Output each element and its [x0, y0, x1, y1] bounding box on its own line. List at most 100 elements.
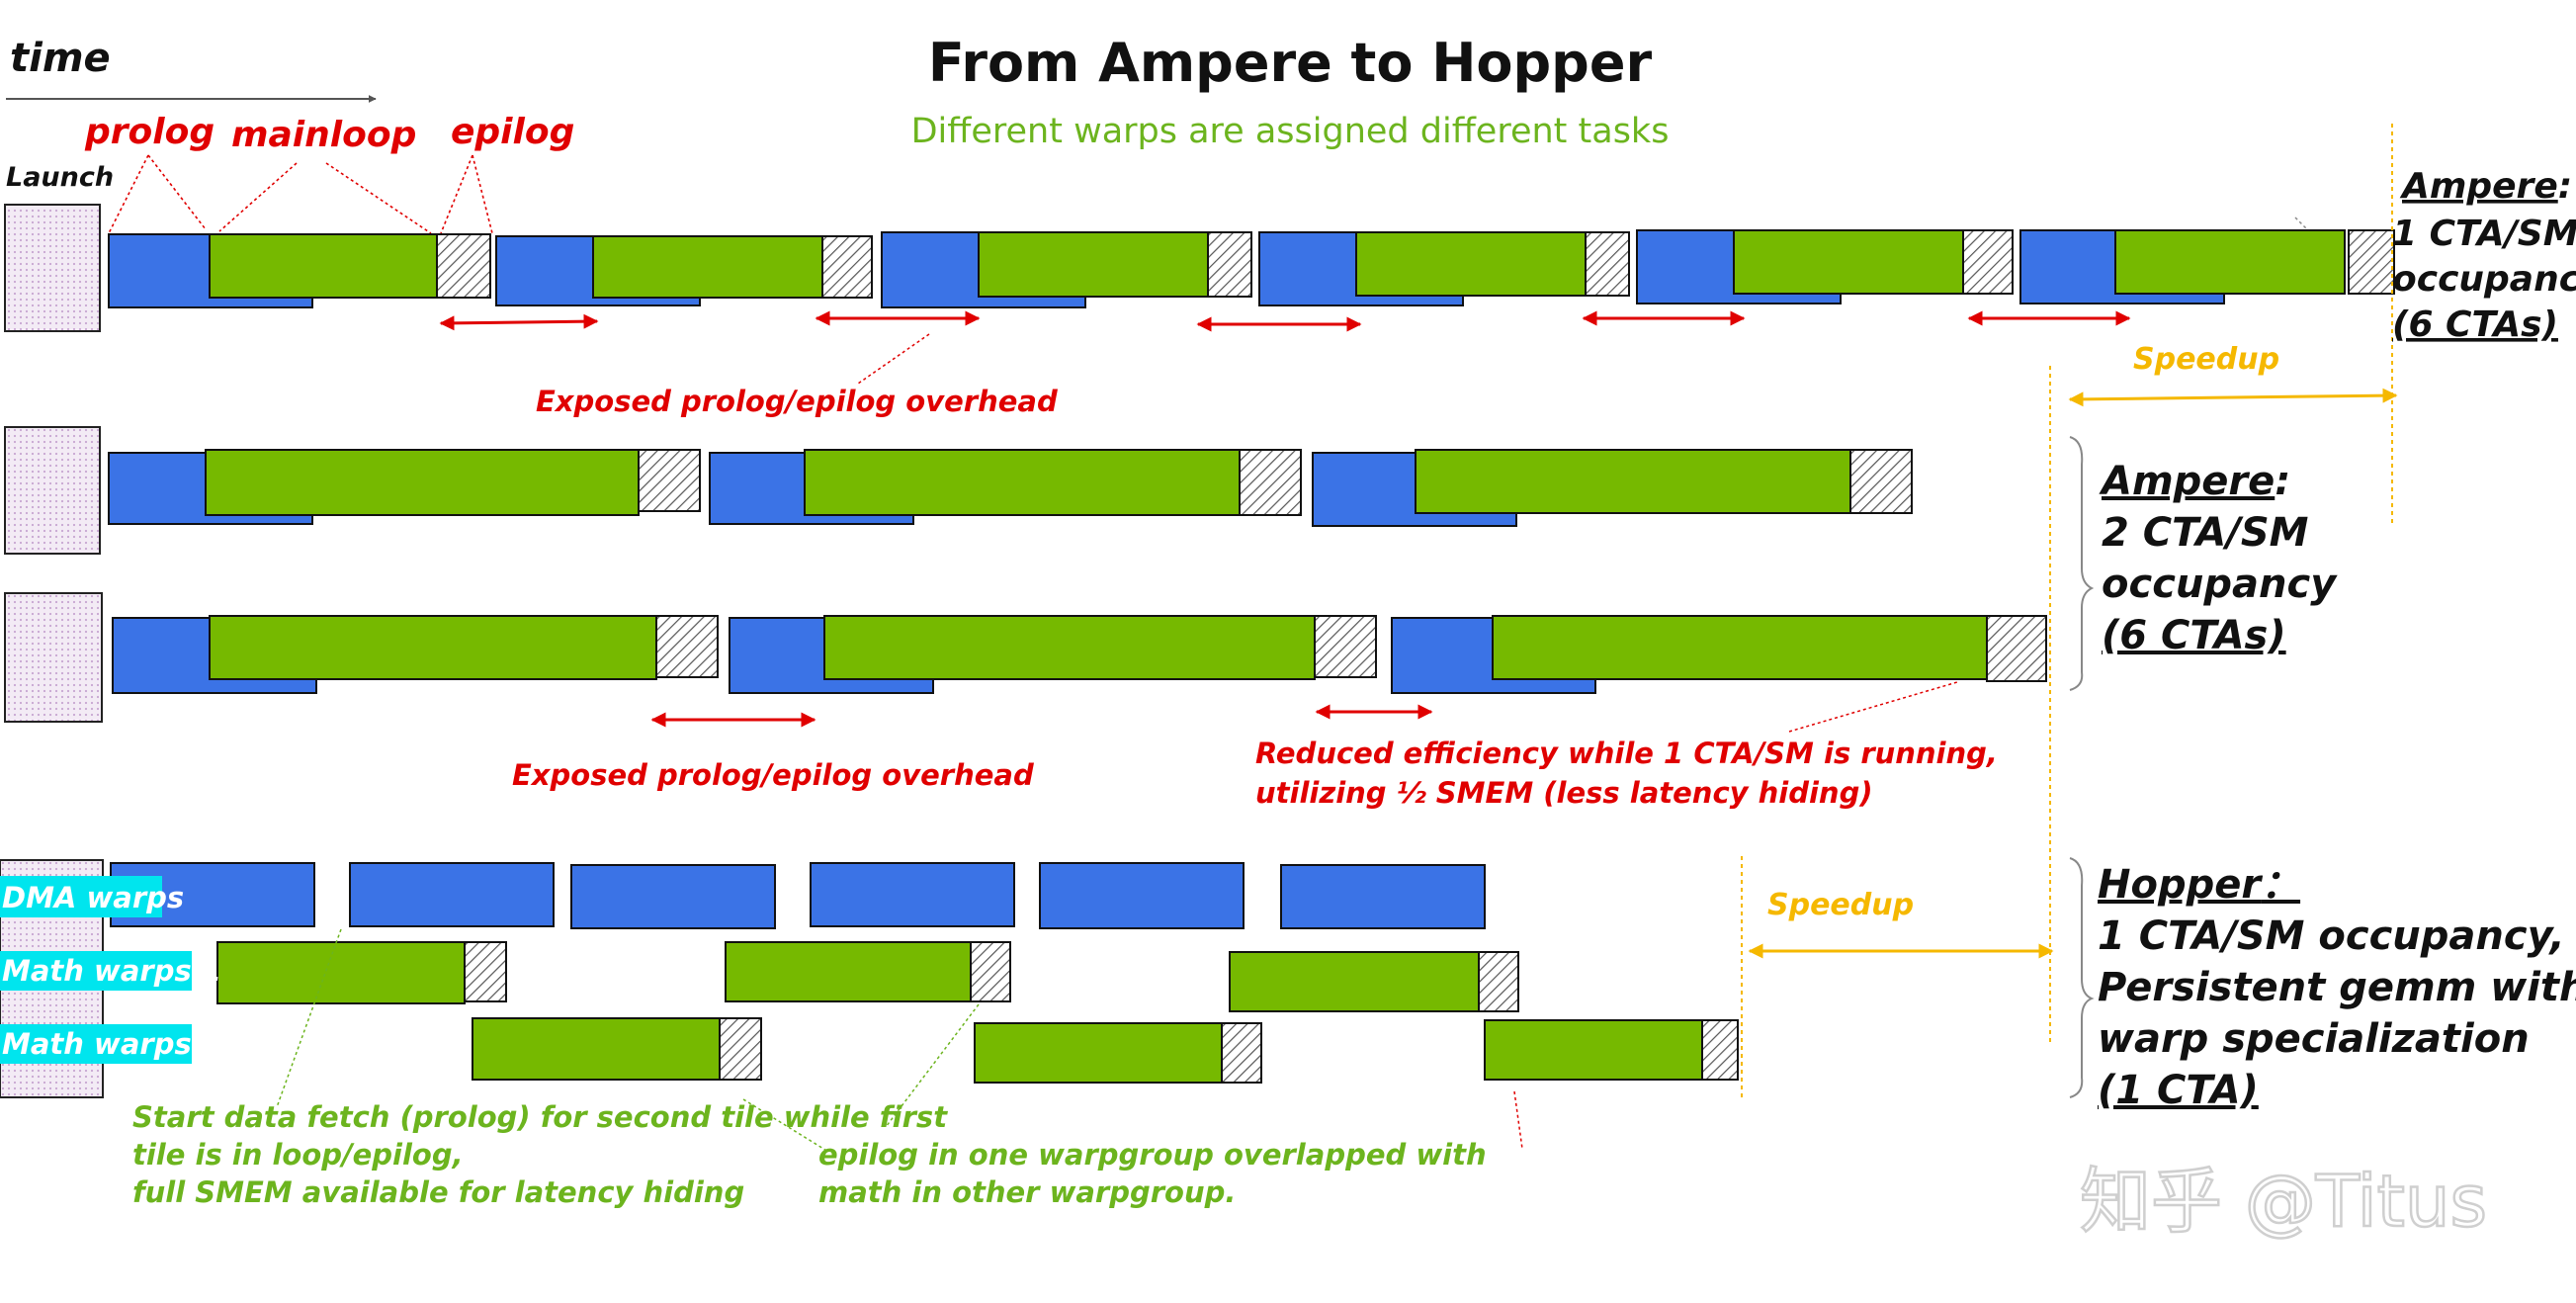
epilog-block — [1849, 449, 1913, 514]
epilog-block — [655, 615, 719, 678]
epilog-block — [1962, 229, 2014, 295]
watermark: 知乎 @Titus — [2080, 1160, 2487, 1243]
ampere1-line2: occupancy — [2392, 259, 2576, 300]
overhead-arrow — [439, 313, 599, 331]
launch-box-row1 — [4, 204, 101, 332]
mainloop-block — [1415, 449, 1851, 514]
mainloop-block — [1492, 615, 1988, 680]
time-label: time — [10, 36, 111, 81]
mainloop-block — [1355, 231, 1587, 297]
epilog-block — [436, 233, 491, 299]
ampere2-line1: 2 CTA/SM — [2102, 510, 2308, 556]
epilog-block — [1478, 951, 1519, 1012]
exposed-overhead-label-1: Exposed prolog/epilog overhead — [536, 385, 1058, 418]
exposed-overhead-label-2: Exposed prolog/epilog overhead — [512, 758, 1034, 792]
label-ampere-1cta: Ampere: 1 CTA/SM occupancy (6 CTAs) — [2392, 166, 2576, 345]
speedup-markers: Speedup Speedup — [1741, 124, 2398, 1097]
epilog-block — [970, 941, 1011, 1002]
epilog-block — [1314, 615, 1377, 678]
ampere1-line1: 1 CTA/SM — [2392, 214, 2576, 254]
warp-labels: DMA warps Math warps 1 Math warps 2 — [0, 876, 221, 1064]
row-ampere-2cta-a — [108, 449, 1913, 527]
epilog-block — [1986, 615, 2047, 682]
hopper-title: Hopper — [2098, 862, 2263, 908]
start-fetch-line3: full SMEM available for latency hiding — [132, 1175, 744, 1209]
row-ampere-2cta-b — [112, 615, 2047, 694]
epilog-block — [464, 941, 507, 1002]
brace-hopper — [2069, 857, 2095, 1098]
speedup-label-1: Speedup — [2133, 342, 2279, 377]
row-ampere-1cta — [108, 217, 2395, 308]
overlap-line1: epilog in one warpgroup overlapped with — [818, 1138, 1487, 1172]
epilog-block — [1585, 231, 1630, 297]
dma-block — [349, 862, 555, 927]
reduced-efficiency-line2: utilizing ½ SMEM (less latency hiding) — [1255, 776, 1873, 810]
epilog-block — [1221, 1022, 1262, 1084]
dma-block — [1039, 862, 1245, 929]
mainloop-block — [1229, 951, 1480, 1012]
hopper-line2: Persistent gemm with — [2098, 965, 2576, 1010]
hopper-annotations: Start data fetch (prolog) for second til… — [132, 928, 1523, 1209]
epilog-block — [2348, 229, 2395, 295]
time-axis: time — [6, 36, 377, 103]
page-subtitle: Different warps are assigned different t… — [911, 112, 1670, 151]
start-fetch-line1: Start data fetch (prolog) for second til… — [132, 1100, 948, 1134]
launch-box-row2 — [4, 426, 101, 555]
prolog-label: prolog — [84, 112, 215, 152]
dma-warps-label: DMA warps — [2, 881, 184, 914]
ampere2-title: Ampere — [2099, 459, 2275, 504]
math-warps-1-label: Math warps 1 — [2, 954, 221, 988]
mainloop-block — [592, 235, 823, 299]
overhead-arrows-row3 — [650, 704, 1433, 728]
dma-block — [1280, 864, 1486, 929]
epilog-block — [1207, 231, 1252, 298]
ampere2-line3: (6 CTAs) — [2102, 613, 2286, 658]
phase-labels: prolog mainloop epilog — [84, 112, 574, 234]
page-title: From Ampere to Hopper — [928, 32, 1653, 94]
dma-block — [810, 862, 1015, 927]
overhead-arrows-row1 — [439, 310, 2131, 332]
epilog-block — [638, 449, 701, 512]
epilog-block — [821, 235, 873, 299]
mainloop-block — [823, 615, 1316, 680]
label-hopper: Hopper： 1 CTA/SM occupancy, Persistent g… — [2098, 862, 2576, 1113]
svg-text:Ampere:: Ampere: — [2099, 459, 2290, 504]
launch-label: Launch — [6, 162, 114, 193]
mainloop-block — [804, 449, 1241, 516]
mainloop-block — [978, 231, 1209, 298]
mainloop-block — [472, 1017, 721, 1081]
svg-text:Ampere:: Ampere: — [2399, 166, 2572, 207]
mainloop-block — [209, 615, 657, 680]
math-warps-2-label: Math warps 2 — [2, 1027, 221, 1061]
epilog-block — [1701, 1019, 1739, 1081]
reduced-efficiency-line1: Reduced efficiency while 1 CTA/SM is run… — [1255, 737, 1998, 770]
start-fetch-line2: tile is in loop/epilog, — [132, 1138, 464, 1172]
hopper-line4: (1 CTA) — [2098, 1068, 2259, 1113]
dma-block — [570, 864, 776, 929]
epilog-label: epilog — [451, 112, 574, 152]
epilog-block — [719, 1017, 762, 1081]
ampere2-line2: occupancy — [2102, 562, 2338, 607]
row-hopper — [110, 862, 1739, 1084]
brace-ampere-2cta — [2069, 436, 2095, 691]
mainloop-block — [216, 941, 466, 1004]
launch-box-row3 — [4, 592, 103, 723]
hopper-line3: warp specialization — [2098, 1016, 2530, 1062]
speedup-arrow-1 — [2068, 388, 2398, 407]
overlap-line2: math in other warpgroup. — [818, 1175, 1236, 1209]
ampere1-line3: (6 CTAs) — [2392, 304, 2558, 345]
hopper-line1: 1 CTA/SM occupancy, — [2098, 913, 2565, 959]
mainloop-block — [205, 449, 640, 516]
mainloop-block — [1733, 229, 1964, 295]
mainloop-block — [1484, 1019, 1703, 1081]
speedup-label-2: Speedup — [1767, 888, 1914, 922]
mainloop-label: mainloop — [231, 115, 416, 155]
mainloop-block — [725, 941, 972, 1002]
svg-text:Hopper：: Hopper： — [2098, 862, 2300, 908]
epilog-block — [1239, 449, 1302, 516]
mainloop-block — [209, 233, 438, 299]
mainloop-block — [2114, 229, 2346, 295]
mainloop-block — [974, 1022, 1223, 1084]
label-ampere-2cta: Ampere: 2 CTA/SM occupancy (6 CTAs) — [2099, 459, 2338, 658]
